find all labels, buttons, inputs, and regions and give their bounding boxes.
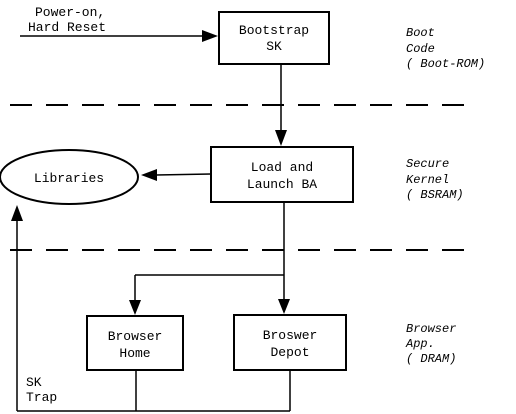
layer-boot-line2: Code	[406, 42, 435, 56]
bootstrap-sk-line2: SK	[266, 39, 282, 54]
load-launch-line1: Load and	[251, 160, 313, 175]
browser-depot-line2: Depot	[270, 345, 309, 360]
bootstrap-sk-line1: Bootstrap	[239, 23, 309, 38]
power-on-arrow-head	[202, 30, 218, 42]
browser-home-line1: Browser	[108, 329, 163, 344]
browser-home-node	[86, 315, 184, 371]
sk-trap-arrow-head	[11, 205, 23, 221]
load-to-libraries-arrow-head	[141, 169, 157, 181]
load-launch-line2: Launch BA	[247, 177, 317, 192]
bootstrap-sk-node	[218, 11, 330, 65]
libraries-label: Libraries	[34, 171, 104, 186]
load-to-home-arrow-head	[129, 300, 141, 315]
layer-secure-line1: Secure	[406, 157, 449, 171]
browser-depot-line1: Broswer	[263, 328, 318, 343]
libraries-node	[0, 149, 139, 205]
load-launch-ba-node	[210, 146, 354, 203]
layer-boot-line1: Boot	[406, 26, 435, 40]
load-to-depot-arrow-head	[278, 299, 290, 314]
power-on-label-line2: Hard Reset	[28, 20, 106, 35]
browser-home-line2: Home	[119, 346, 150, 361]
layer-secure-line3: ( BSRAM)	[406, 188, 464, 202]
layer-browser-line1: Browser	[406, 322, 456, 336]
load-to-libraries-line	[155, 173, 212, 176]
layer-secure-line2: Kernel	[406, 173, 449, 187]
power-on-label-line1: Power-on,	[35, 5, 105, 20]
bootstrap-to-load-arrow-head	[275, 130, 287, 146]
sk-trap-label-line1: SK	[26, 375, 42, 390]
layer-boot-line3: ( Boot-ROM)	[406, 57, 485, 71]
layer-browser-line3: ( DRAM)	[406, 352, 456, 366]
layer-browser-line2: App.	[405, 337, 435, 351]
sk-trap-label-line2: Trap	[26, 390, 57, 405]
